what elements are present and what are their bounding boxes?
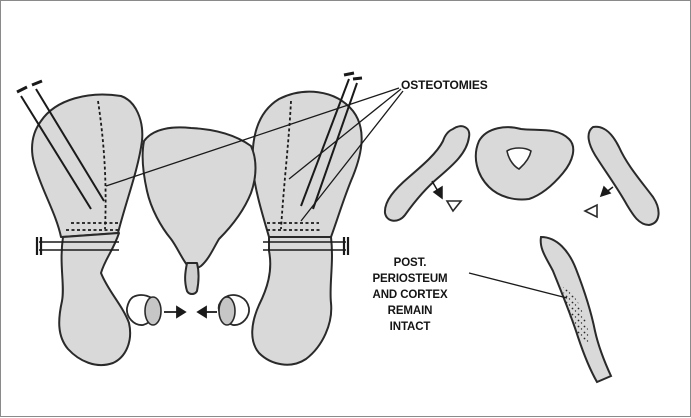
section-right-bone [589,127,659,225]
periosteum-label-line: AND CORTEX REMAIN [356,287,464,319]
right-pubis [219,297,235,325]
left-pubis [145,297,161,325]
left-wedge [447,201,461,211]
coccyx [185,263,198,294]
compression-arrows [164,307,217,317]
right-acetabulum-region [252,237,332,365]
left-iliac-wing [32,95,142,237]
right-wedge [585,205,597,217]
periosteum-label: POST. PERIOSTEUM AND CORTEX REMAIN INTAC… [356,255,464,335]
periosteum-label-line: INTACT [356,319,464,335]
left-acetabulum-region [59,233,130,365]
periosteum-label-line: POST. PERIOSTEUM [356,255,464,287]
osteotomies-label: OSTEOTOMIES [401,78,488,92]
periosteum-leader [469,273,567,298]
sacrum [143,127,256,268]
